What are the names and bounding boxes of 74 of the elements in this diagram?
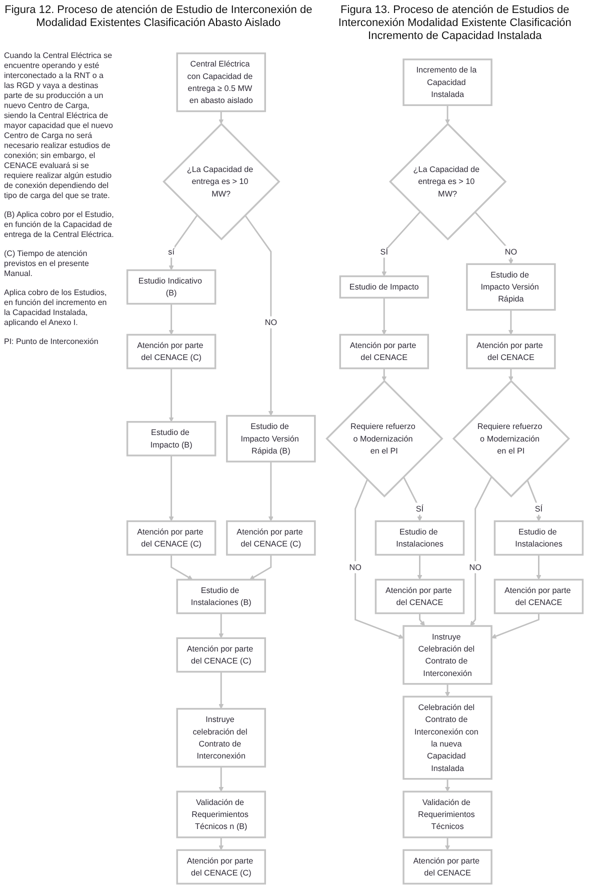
arrow bbox=[218, 837, 224, 850]
node-box: Atención por parte del CENACE bbox=[466, 334, 556, 370]
arrow bbox=[418, 613, 425, 626]
edge-label: sí bbox=[168, 246, 174, 256]
node-box: Celebración del Contrato de Interconexión con la nueva Capacidad Instalada bbox=[402, 696, 492, 780]
node-box: Atención por parte del CENACE (C) bbox=[176, 637, 266, 673]
arrow bbox=[470, 476, 492, 626]
arrow bbox=[168, 304, 174, 335]
node-box: Atención por parte del CENACE bbox=[402, 849, 492, 885]
node-box: Estudio Indicativo (B) bbox=[126, 269, 216, 305]
arrow bbox=[508, 368, 514, 382]
node-box: Atención por parte del CENACE (C) bbox=[176, 849, 266, 885]
arrow bbox=[218, 672, 224, 710]
node-box: Estudio de Instalaciones bbox=[374, 520, 465, 556]
arrow bbox=[170, 554, 193, 580]
node-box: Incremento de la Capacidad Instalada bbox=[402, 58, 492, 106]
node-box: Validación de Requerimientos Técnicos bbox=[402, 790, 492, 838]
figure-title: Figura 12. Proceso de atención de Estudio de Interconexión de Modalidad Existentes Clasificación Abasto Aislado bbox=[4, 4, 313, 30]
arrow bbox=[444, 837, 450, 850]
arrow bbox=[508, 310, 514, 335]
node-diamond: Requiere refuerzo o Modernización en el PI bbox=[326, 380, 444, 498]
footnote: PI: Punto de Interconexión bbox=[4, 337, 100, 347]
node-box: Estudio de Impacto Versión Rápida (B) bbox=[226, 414, 316, 462]
node-box: Estudio de Impacto bbox=[339, 275, 429, 299]
edge-label: SÍ bbox=[534, 504, 542, 514]
edge-label: NO bbox=[469, 562, 482, 572]
arrow bbox=[218, 111, 224, 124]
arrow bbox=[382, 298, 387, 335]
arrow bbox=[244, 214, 274, 416]
footnote: (B) Aplica cobro por el Estudio, en función de la Capacidad de entrega de la Central Eléctrica. bbox=[4, 210, 115, 240]
edge-label: NO bbox=[349, 562, 362, 572]
arrow bbox=[218, 766, 224, 792]
node-diamond: ¿La Capacidad de entrega es > 10 MW? bbox=[388, 122, 507, 240]
node-box: Central Eléctrica con Capacidad de entrega ≥ 0.5 MW en abasto aislado bbox=[176, 52, 266, 112]
arrow bbox=[168, 455, 174, 522]
node-box: Atención por parte del CENACE (C) bbox=[126, 520, 216, 556]
node-box: Estudio de Impacto Versión Rápida bbox=[466, 263, 556, 311]
footnote: (C) Tiempo de atención previstos en el presente Manual. bbox=[4, 249, 90, 279]
note-text: Cuando la Central Eléctrica se encuentre operando y esté interconectado a la RNT o a las RGD y vaya a destinas parte de su producción a un nuevo Centro de Carga, siendo la Central Eléctrica de mayor capacidad que el nuevo Centro de Carga no será necesario realizar estudios de conexión; sin embargo, el CENACE evaluará si se requiere realizar algún estudio de conexión dependiendo del tipo de carga del que se trate. bbox=[4, 51, 114, 201]
arrow bbox=[249, 554, 272, 580]
arrow bbox=[268, 462, 274, 522]
arrow bbox=[168, 368, 174, 422]
edge-label: NO bbox=[264, 317, 277, 327]
note-text: Aplica cobro de los Estudios, en función del incremento en la Capacidad Instalada, aplicando el Anexo I. bbox=[4, 288, 108, 328]
arrow bbox=[444, 778, 450, 792]
arrow bbox=[168, 214, 198, 270]
node-box: Estudio de Instalaciones bbox=[494, 520, 584, 556]
node-diamond: Requiere refuerzo o Modernización en el PI bbox=[452, 380, 570, 498]
figure-title: Figura 13. Proceso de atención de Estudios de Interconexión Modalidad Existente Clasificación Incremento de Capacidad Instalada bbox=[337, 4, 572, 43]
node-box: Atención por parte del CENACE bbox=[374, 578, 465, 614]
arrow bbox=[354, 479, 404, 639]
arrow bbox=[526, 480, 542, 522]
arrow bbox=[417, 554, 422, 580]
edge-label: SÍ bbox=[380, 246, 388, 256]
arrow bbox=[444, 105, 450, 124]
arrow bbox=[218, 613, 224, 638]
node-diamond: ¿La Capacidad de entrega es > 10 MW? bbox=[162, 122, 280, 240]
arrow bbox=[491, 613, 540, 639]
node-box: Atención por parte del CENACE (C) bbox=[226, 520, 316, 556]
edge-label: NO bbox=[504, 246, 517, 256]
node-box: Estudio de Impacto (B) bbox=[126, 421, 216, 456]
node-box: Atención por parte del CENACE (C) bbox=[126, 334, 216, 370]
node-box: Instruye celebración del Contrato de Interconexión bbox=[176, 708, 266, 768]
arrow bbox=[382, 211, 421, 276]
arrow bbox=[444, 684, 450, 697]
node-box: Validación de Requerimientos Técnicos n (B) bbox=[176, 790, 266, 838]
arrow bbox=[382, 368, 387, 382]
node-box: Atención por parte del CENACE bbox=[494, 578, 584, 614]
node-box: Estudio de Instalaciones (B) bbox=[176, 578, 266, 614]
edge-label: SÍ bbox=[416, 504, 424, 514]
node-box: Atención por parte del CENACE bbox=[339, 334, 429, 370]
arrow bbox=[536, 554, 542, 580]
arrow bbox=[474, 211, 514, 264]
node-box: Instruye Celebración del Contrato de Interconexión bbox=[402, 625, 492, 685]
